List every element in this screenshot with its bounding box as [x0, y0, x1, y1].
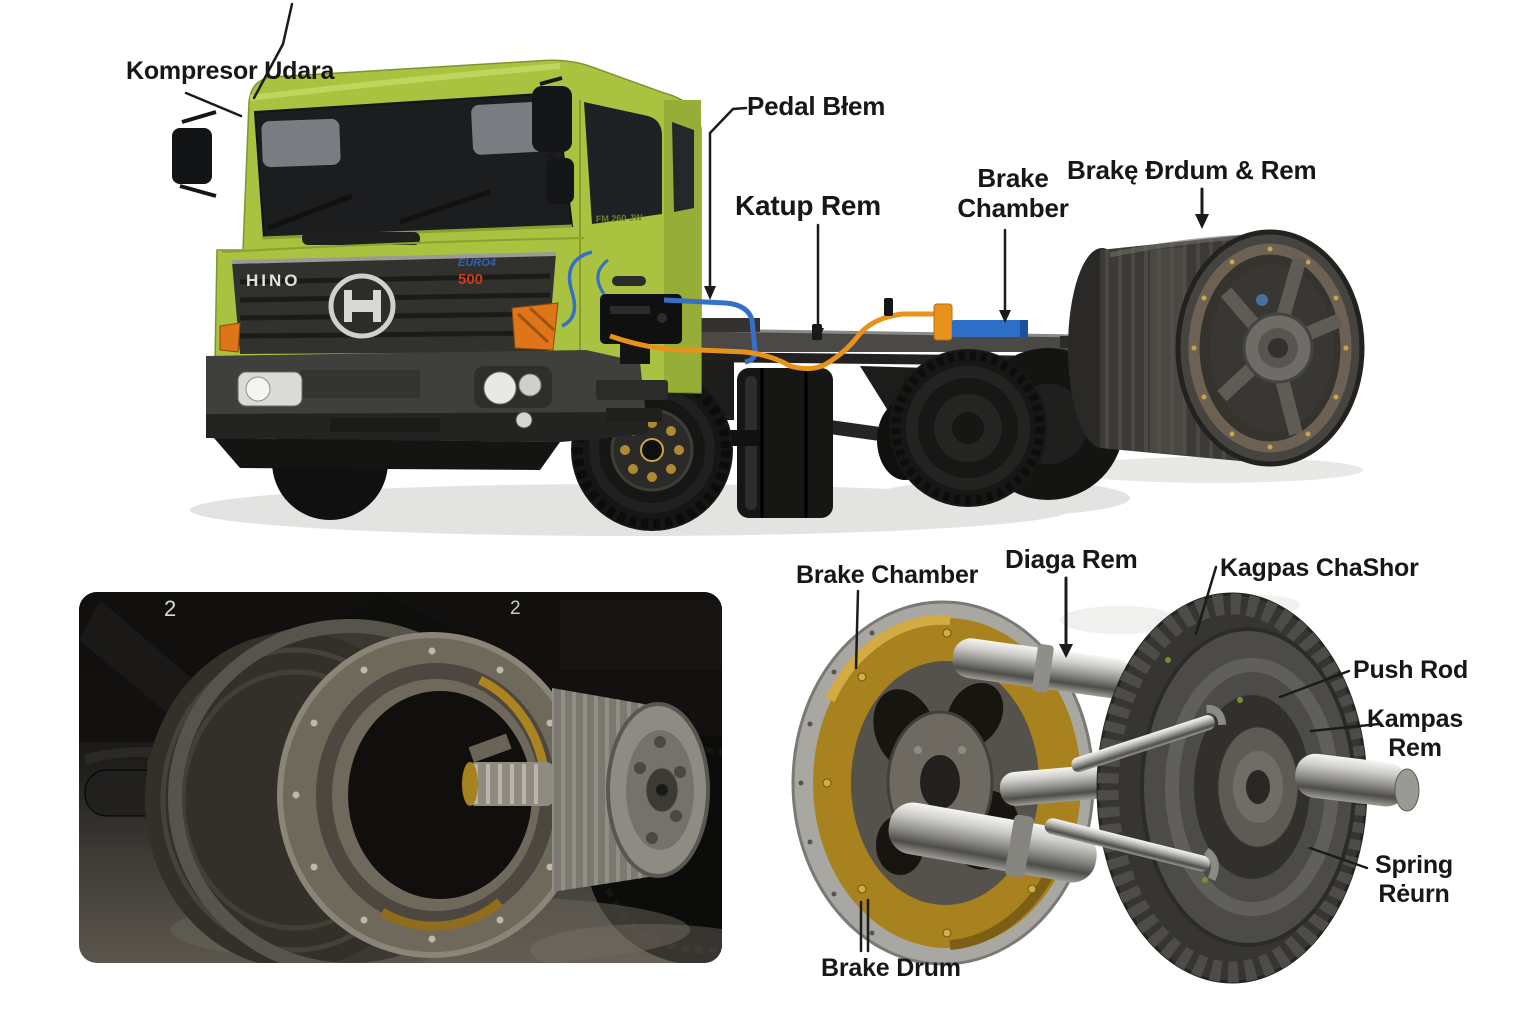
rear-wheels [889, 348, 1124, 507]
adjuster-pin-top [1071, 704, 1227, 773]
door-badge: FM 260 JW [596, 212, 643, 224]
label-brake-chamber-bottom: Brake Chamber [796, 561, 979, 589]
label-brake-drum-rem: Brakę Ðrdum & Rem [1067, 155, 1317, 185]
orange-brake-line [609, 311, 934, 372]
hino-badge: HINO [246, 271, 301, 290]
fog-lamp [515, 411, 533, 429]
blue-brake-line [663, 297, 758, 365]
brake-drum-assembly-photo [1068, 229, 1365, 467]
fuel-tank [700, 368, 833, 518]
photo-mark-left: 2 [164, 596, 177, 621]
cab-step [596, 380, 668, 400]
label-diafragma-rem: Diaga Rem [1005, 544, 1138, 574]
door-handle [612, 276, 646, 286]
axle-photo [79, 592, 722, 963]
door-window [584, 102, 662, 224]
label-brake-drum-bottom: Brake Drum [821, 954, 961, 982]
side-mirror [532, 76, 574, 204]
rim-bolts [1191, 246, 1349, 450]
label-brake-chamber-line1: Brake [977, 163, 1049, 193]
line-coupling [933, 303, 953, 341]
wiper [267, 193, 353, 231]
brake-valve-assembly [561, 250, 1028, 372]
shaft-end [1394, 768, 1420, 812]
label-kampas-rem: Kampas Rem [1355, 705, 1475, 763]
axle-shaft [1295, 753, 1407, 807]
arrowheads [704, 214, 1209, 658]
label-brake-chamber-line2: Chamber [957, 193, 1069, 223]
label-kampas-chashor: Kagpas ChaShor [1220, 554, 1419, 582]
euro-badge: EURO4 [458, 257, 496, 269]
headlight-right [483, 371, 517, 405]
leader-lines [184, 2, 1381, 953]
camshaft-top [952, 638, 1132, 699]
label-brake-chamber-top: Brake Chamber [950, 163, 1076, 223]
label-spring-return-line2: Rėurn [1378, 880, 1450, 908]
brake-assembly-illustration [791, 592, 1420, 984]
turn-signal-left [219, 322, 241, 353]
label-push-rod: Push Rod [1353, 656, 1469, 684]
camshaft-bottom [888, 802, 1097, 883]
label-kampas-rem-line2: Rem [1388, 734, 1442, 762]
label-pedal-rem: Pedal Błem [747, 91, 886, 121]
hino-logo [328, 273, 396, 339]
brake-chamber-part [952, 320, 1028, 337]
label-kompresor-udara: Kompresor Udara [126, 57, 335, 85]
label-spring-return: Spring Rėurn [1350, 851, 1478, 909]
label-kampas-rem-line1: Kampas [1366, 705, 1464, 733]
turn-signal-right [511, 302, 559, 351]
blue-hose-loop [561, 250, 593, 328]
label-katup-rem: Katup Rem [735, 190, 881, 221]
wiper [399, 189, 491, 225]
truck-cab: FM 260 JW HINO EURO4 500 [172, 59, 702, 470]
label-spring-return-line1: Spring [1375, 851, 1453, 879]
series-badge: 500 [458, 271, 483, 288]
front-bumper [206, 350, 648, 470]
left-mirror [172, 110, 217, 198]
adjuster-pin-bottom [1044, 818, 1219, 881]
photo-mark-right: 2 [510, 598, 521, 619]
